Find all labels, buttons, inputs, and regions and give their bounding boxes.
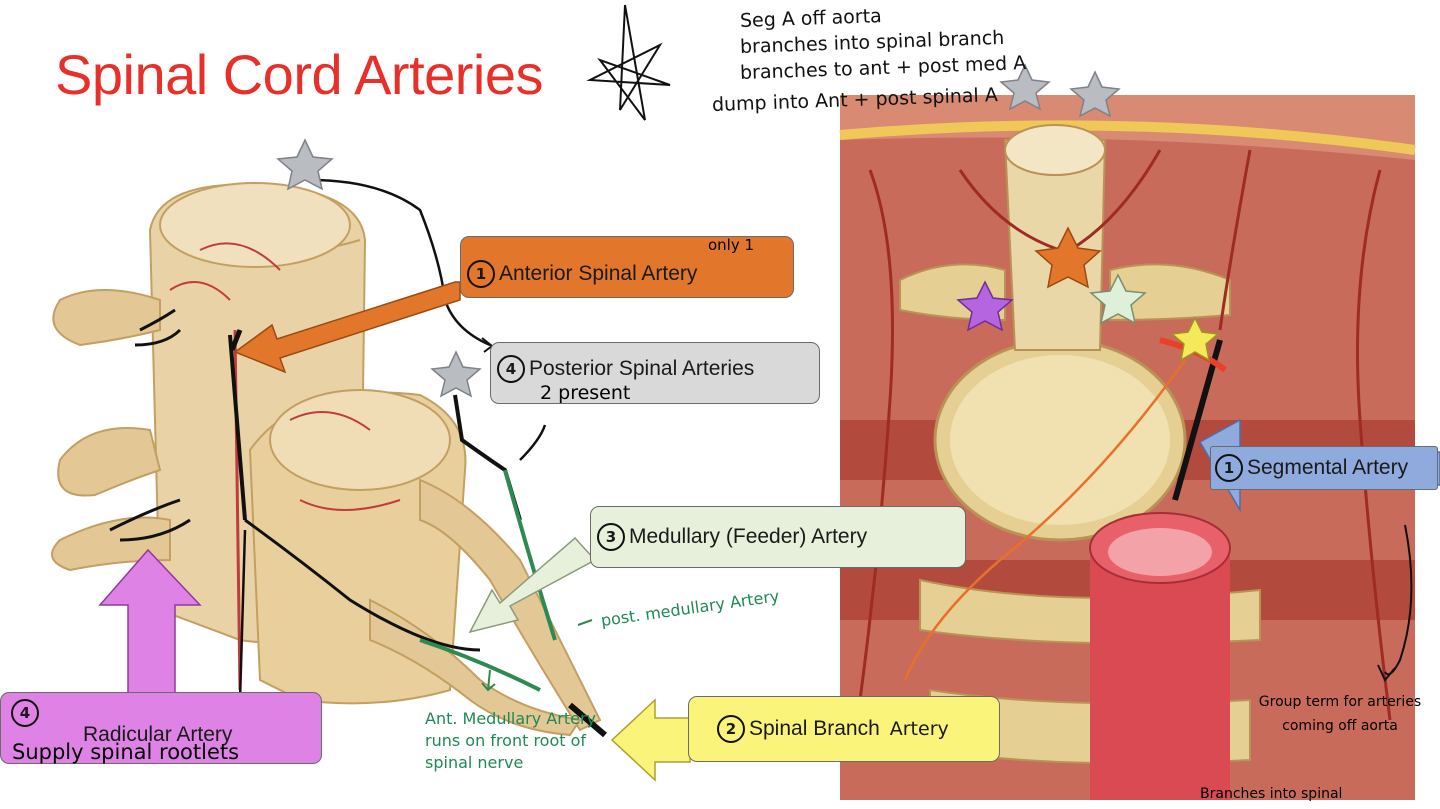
spinal-branch-note-artery: Artery [889, 718, 949, 740]
radicular-note-supply-rootlets: Supply spinal rootlets [12, 740, 240, 764]
medullary-number-badge: 3 [597, 523, 625, 551]
segmental-artery-label: Segmental Artery [1247, 456, 1409, 479]
note-ant-medullary-artery: Ant. Medullary Artery runs on front root… [425, 709, 596, 772]
anterior-spinal-artery-label: Anterior Spinal Artery [499, 262, 698, 285]
anterior-note-only-one: only 1 [708, 236, 755, 254]
star-top-right-1-icon [999, 63, 1051, 111]
note-group-term: Group term for arteries coming off aorta [1258, 694, 1422, 734]
spinal-branch-arrow [610, 698, 691, 782]
star-top-right-2-icon [1069, 70, 1121, 118]
posterior-spinal-arteries-box: 4 Posterior Spinal Arteries [490, 342, 820, 404]
posterior-number-badge: 4 [497, 355, 525, 383]
spinal-branch-number-badge: 2 [717, 715, 745, 743]
posterior-spinal-arteries-label: Posterior Spinal Arteries [529, 357, 755, 380]
segmental-artery-box: 1 Segmental Artery [1210, 446, 1438, 490]
vertebra-cross-section-illustration [839, 95, 1416, 800]
star-mint-icon [1089, 273, 1147, 325]
medullary-feeder-artery-label: Medullary (Feeder) Artery [629, 525, 868, 548]
star-top-gray-icon [276, 138, 334, 191]
spinal-branch-box: 2 Spinal Branch Artery [688, 696, 1000, 762]
radicular-artery-label: Radicular Artery [83, 723, 233, 746]
anterior-number-badge: 1 [467, 260, 495, 288]
star-yellow-icon [1170, 316, 1220, 362]
radicular-number-badge: 4 [11, 699, 39, 727]
medullary-arrow [468, 536, 597, 634]
spinal-branch-label: Spinal Branch [749, 717, 880, 740]
note-branches-into-spinal: Branches into spinal [1200, 786, 1343, 802]
radicular-artery-box: 4 Radicular Artery [0, 692, 322, 764]
anterior-arrow [233, 281, 461, 374]
posterior-note-two-present: 2 present [540, 382, 631, 404]
spinal-cord-segments-illustration [51, 178, 607, 738]
segmental-number-badge: 1 [1215, 454, 1243, 482]
anterior-spinal-artery-box: 1 Anterior Spinal Artery [460, 236, 794, 298]
star-anterior-orange-icon [1034, 226, 1102, 289]
page-title: Spinal Cord Arteries [55, 43, 544, 106]
star-purple-icon [956, 280, 1014, 332]
scribbled-star-icon [586, 4, 671, 121]
medullary-feeder-artery-box: 3 Medullary (Feeder) Artery [590, 506, 966, 568]
star-posterior-gray-icon [430, 350, 482, 398]
